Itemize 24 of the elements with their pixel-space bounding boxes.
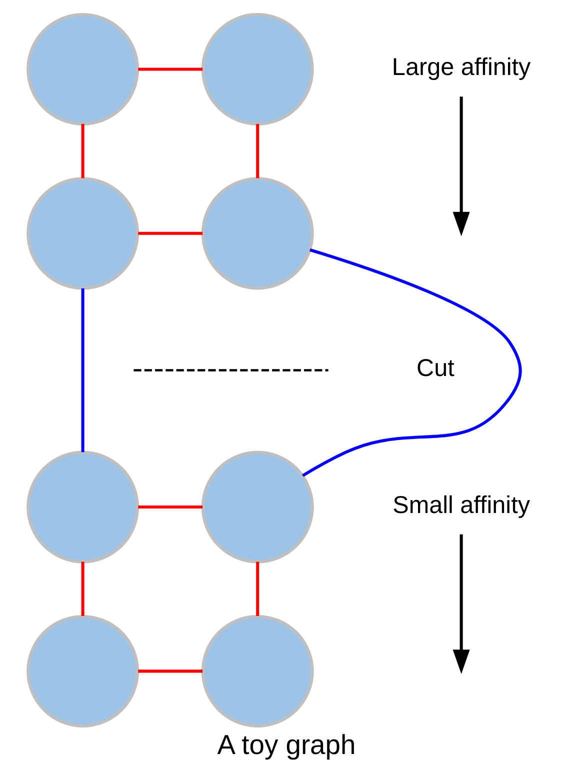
node-circle [200, 13, 314, 126]
connector [302, 248, 522, 477]
label: Cut [416, 354, 454, 382]
connector [80, 288, 84, 452]
node-circle [26, 614, 139, 728]
arrow [452, 534, 470, 674]
arrow [452, 96, 470, 236]
connector [80, 124, 84, 178]
node-circle [26, 13, 139, 126]
node-circle [200, 177, 314, 290]
node-circle [200, 614, 314, 728]
connector [138, 506, 202, 509]
node-text: Large affinity [391, 54, 530, 82]
connector [138, 670, 202, 673]
node-circle [26, 177, 139, 290]
connector [256, 124, 259, 178]
connector [138, 68, 202, 71]
node-circle [26, 450, 139, 564]
node-text: Small affinity [392, 492, 530, 519]
connector [138, 232, 202, 235]
caption: A toy graph [216, 728, 356, 760]
connector [256, 562, 259, 616]
connector [80, 562, 84, 616]
node-circle [200, 450, 314, 564]
